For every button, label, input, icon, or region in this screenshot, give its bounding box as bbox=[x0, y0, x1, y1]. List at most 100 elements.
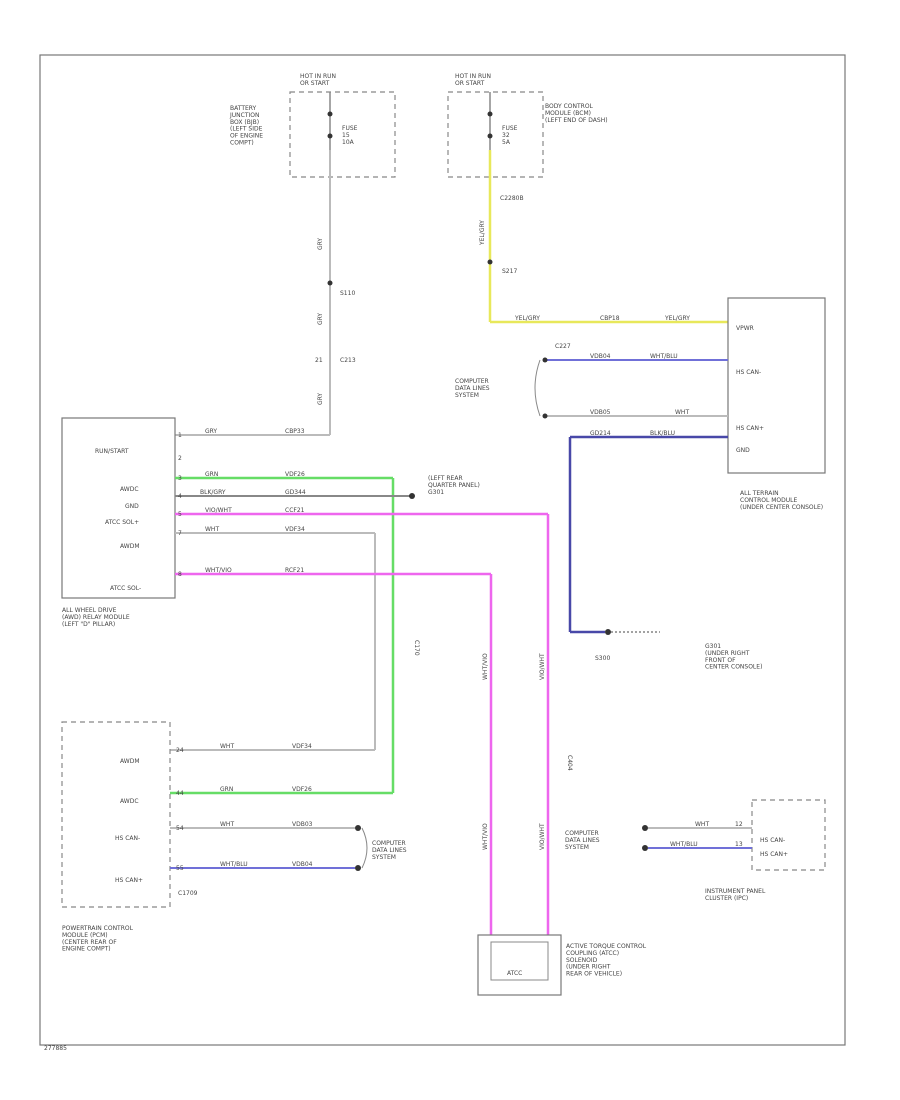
vert-label-mag4: VIO/WHT bbox=[539, 823, 546, 850]
splice-s217: S217 bbox=[502, 268, 517, 275]
wire-label-wht: WHT bbox=[675, 409, 689, 416]
fuse-a-dot-bot bbox=[327, 133, 333, 139]
awd-pin-atcc-solplus: ATCC SOL+ bbox=[105, 519, 139, 526]
vert-label-mag1: WHT/VIO bbox=[482, 653, 489, 680]
pcm-pin-hscan-minus: HS CAN- bbox=[115, 835, 140, 842]
wire-label-blkblu: BLK/BLU bbox=[650, 430, 675, 437]
atcc-pin-hscan-plus: HS CAN+ bbox=[736, 425, 764, 432]
svg-text:8: 8 bbox=[178, 571, 182, 578]
wire-label-yelgry: YEL/GRY bbox=[479, 220, 486, 246]
pcm-wire-vdf34: VDF34 bbox=[292, 743, 312, 750]
svg-text:55: 55 bbox=[176, 865, 184, 872]
wire-label-gd214: GD214 bbox=[590, 430, 611, 437]
ipc-wire-12: 12 bbox=[735, 821, 743, 828]
vert-label-mag3: WHT/VIO bbox=[482, 823, 489, 850]
svg-text:24: 24 bbox=[176, 747, 184, 754]
awd-location: ALL WHEEL DRIVE(AWD) RELAY MODULE(LEFT "… bbox=[62, 607, 130, 628]
atcc-pin-hscan-minus: HS CAN- bbox=[736, 369, 761, 376]
wire-label-gry-a: GRY bbox=[317, 238, 324, 250]
connector-c227: C227 bbox=[555, 343, 571, 350]
pcm-connector: C1709 bbox=[178, 890, 198, 897]
awd-pin-awdm: AWDM bbox=[120, 543, 140, 550]
connector-c213: C213 bbox=[340, 357, 356, 364]
awd-pin-runstart: RUN/START bbox=[95, 448, 129, 455]
ipc-box bbox=[751, 799, 826, 871]
diagram-frame bbox=[39, 54, 846, 1046]
all-terrain-box bbox=[727, 297, 826, 474]
awd-wire-vdf34: VDF34 bbox=[285, 526, 305, 533]
pcm-module: AWDM AWDC HS CAN- HS CAN+ C1709 POWERTRA… bbox=[61, 721, 407, 953]
wire-yellow-run: C2280B YEL/GRY S217 YEL/GRY CBP18 YEL/GR… bbox=[479, 150, 728, 324]
svg-text:1: 1 bbox=[178, 432, 182, 439]
awd-box bbox=[61, 417, 176, 599]
awd-wire-cbp33: CBP33 bbox=[285, 428, 305, 435]
ipc-wire-13: 13 bbox=[735, 841, 743, 848]
splice-s110-dot bbox=[327, 280, 333, 286]
ipc-wire-whtblu: WHT/BLU bbox=[670, 841, 698, 848]
fuse-b-dot-bot bbox=[487, 133, 493, 139]
wire-gry-run: S110 C213 GRY GRY GRY 21 bbox=[175, 150, 356, 436]
pcm-pin-awdm: AWDM bbox=[120, 758, 140, 765]
atcc-solenoid-box bbox=[477, 934, 562, 996]
wire-label-vdb04: VDB04 bbox=[590, 353, 611, 360]
c213-pins: 21 bbox=[315, 357, 323, 364]
pcm-wire-wht1: WHT bbox=[220, 743, 234, 750]
fuse-b-box bbox=[447, 91, 544, 178]
pcm-wire-vdf26: VDF26 bbox=[292, 786, 312, 793]
awd-wire-rcf21: RCF21 bbox=[285, 567, 304, 574]
atcc-solenoid-inner bbox=[490, 941, 549, 981]
ipc-pin-hscan-minus: HS CAN- bbox=[760, 837, 785, 844]
awd-wire-gry: GRY bbox=[205, 428, 217, 435]
wire-label-yelgry3: YEL/GRY bbox=[664, 315, 690, 322]
awd-pin-gnd: GND bbox=[125, 503, 139, 510]
wire-label-cbp18: CBP18 bbox=[600, 315, 620, 322]
ipc-pin-hscan-plus: HS CAN+ bbox=[760, 851, 788, 858]
pcm-pin-awdc: AWDC bbox=[120, 798, 139, 805]
pcm-wire-vdb03: VDB03 bbox=[292, 821, 313, 828]
vert-label-mag2: VIO/WHT bbox=[539, 653, 546, 680]
awd-wire-viowht: VIO/WHT bbox=[205, 507, 232, 514]
wire-label-gry-c: GRY bbox=[317, 393, 324, 405]
footer-code: 277885 bbox=[44, 1045, 67, 1052]
awd-wire-ccf21: CCF21 bbox=[285, 507, 305, 514]
fuse-a-dot-top bbox=[327, 111, 333, 117]
connector-c2280b: C2280B bbox=[500, 195, 524, 202]
pcm-wire-vdb04: VDB04 bbox=[292, 861, 313, 868]
awd-wire-wht: WHT bbox=[205, 526, 219, 533]
atcc-pin-gnd: GND bbox=[736, 447, 750, 454]
svg-text:54: 54 bbox=[176, 825, 184, 832]
atcc-solenoid-label: ATCC bbox=[507, 970, 522, 977]
pcm-pin-hscan-plus: HS CAN+ bbox=[115, 877, 143, 884]
svg-text:3: 3 bbox=[178, 475, 182, 482]
fuse-a-box bbox=[289, 91, 396, 178]
awd-wire-blkgry: BLK/GRY bbox=[200, 489, 226, 496]
pcm-wire-whtblu: WHT/BLU bbox=[220, 861, 248, 868]
splice-s217-dot bbox=[487, 259, 493, 265]
connector-c170: C170 bbox=[413, 640, 420, 656]
connector-c404: C404 bbox=[566, 755, 573, 771]
awd-wire-vdf26: VDF26 bbox=[285, 471, 305, 478]
splice-s110: S110 bbox=[340, 290, 355, 297]
svg-text:7: 7 bbox=[178, 530, 182, 537]
wire-label-yelgry2: YEL/GRY bbox=[514, 315, 540, 322]
